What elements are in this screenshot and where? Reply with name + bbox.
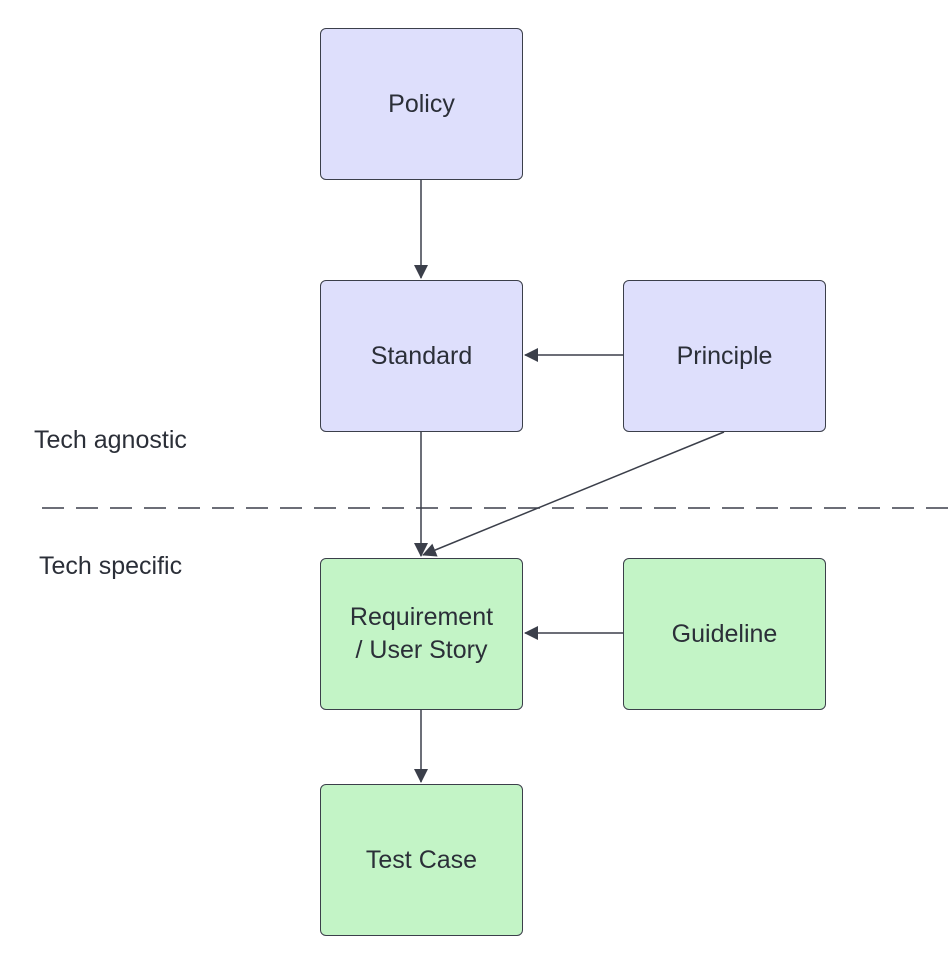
zone-label-tech-agnostic: Tech agnostic xyxy=(34,426,187,454)
node-standard[interactable]: Standard xyxy=(320,280,523,432)
zone-label-tech-specific: Tech specific xyxy=(39,552,183,580)
edge-principle-to-requirement xyxy=(422,431,725,557)
node-requirement-label: Requirement / User Story xyxy=(349,603,494,664)
node-requirement-user-story[interactable]: Requirement / User Story xyxy=(320,558,523,710)
node-policy-label: Policy xyxy=(388,89,455,118)
node-guideline[interactable]: Guideline xyxy=(623,558,826,710)
node-principle-label: Principle xyxy=(676,341,773,370)
node-policy[interactable]: Policy xyxy=(320,28,523,180)
node-standard-label: Standard xyxy=(370,341,473,370)
node-test-case[interactable]: Test Case xyxy=(320,784,523,936)
node-guideline-label: Guideline xyxy=(671,619,778,648)
node-test-case-label: Test Case xyxy=(365,845,478,874)
node-principle[interactable]: Principle xyxy=(623,280,826,432)
